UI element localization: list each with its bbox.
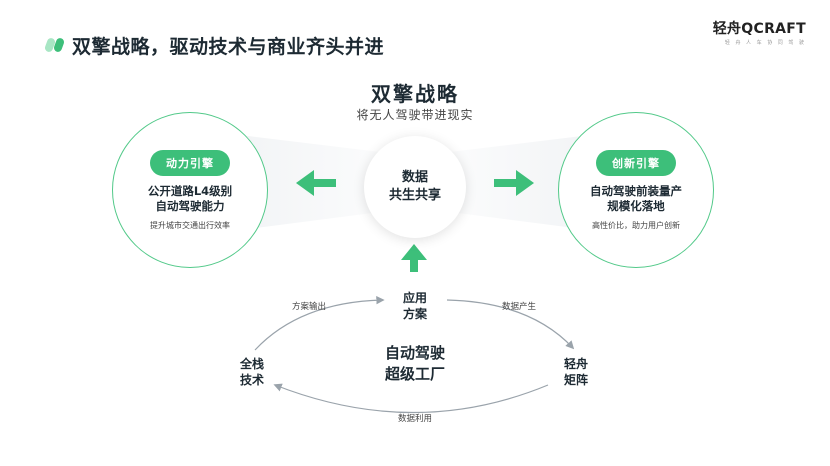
data-sharing-line1: 数据 <box>401 170 428 185</box>
cycle-label-data-utilization: 数据利用 <box>397 414 432 424</box>
innovation-engine-title-line2: 规模化落地 <box>607 198 665 213</box>
power-engine-desc: 提升城市交通出行效率 <box>150 220 230 230</box>
cycle-label-solution-output: 方案输出 <box>291 302 326 312</box>
power-engine-title-line1: 公开道路L4级别 <box>147 183 233 198</box>
super-factory-line1: 自动驾驶 <box>384 344 445 362</box>
power-engine-pill: 动力引擎 <box>150 149 230 176</box>
brand-logo-subtext: 轻 舟 人 车 协 同 驾 驶 <box>724 40 806 46</box>
cycle-arc-top-right <box>446 299 575 350</box>
strategy-subtitle: 将无人驾驶带进现实 <box>356 108 474 122</box>
cycle-node-matrix-line2: 矩阵 <box>563 373 588 387</box>
cycle-node-application-line1: 应用 <box>402 291 427 305</box>
cycle-node-fullstack-line1: 全栈 <box>239 357 264 371</box>
title-mark-icon <box>44 38 65 52</box>
super-factory-label: 自动驾驶 超级工厂 <box>355 343 475 385</box>
power-engine-title-line2: 自动驾驶能力 <box>155 198 225 213</box>
strategy-title: 双擎战略 <box>371 82 459 106</box>
power-engine-circle: 动力引擎 公开道路L4级别 自动驾驶能力 提升城市交通出行效率 <box>112 112 268 268</box>
cycle-node-application-line2: 方案 <box>402 307 427 321</box>
brand-logo-text: 轻舟QCRAFT <box>712 21 806 37</box>
innovation-engine-title: 自动驾驶前装量产 规模化落地 <box>590 184 682 214</box>
data-sharing-circle: 数据 共生共享 <box>364 136 466 238</box>
power-engine-title: 公开道路L4级别 自动驾驶能力 <box>148 184 232 214</box>
innovation-engine-title-line1: 自动驾驶前装量产 <box>590 183 682 198</box>
arrow-up-icon <box>401 244 427 272</box>
cycle-arc-top-left <box>254 295 385 351</box>
innovation-engine-pill: 创新引擎 <box>596 149 676 176</box>
data-sharing-line2: 共生共享 <box>388 188 441 203</box>
cycle-arc-bottom <box>273 383 549 414</box>
cycle-node-fullstack: 全栈 技术 <box>222 356 282 388</box>
super-factory-line2: 超级工厂 <box>384 365 445 383</box>
cycle-label-data-generation: 数据产生 <box>501 302 536 312</box>
brand-logo: 轻舟QCRAFT 轻 舟 人 车 协 同 驾 驶 <box>713 18 806 46</box>
innovation-engine-circle: 创新引擎 自动驾驶前装量产 规模化落地 高性价比，助力用户创新 <box>558 112 714 268</box>
page-title: 双擎战略，驱动技术与商业齐头并进 <box>72 36 385 58</box>
arrow-right-icon <box>494 170 534 196</box>
cycle-node-fullstack-line2: 技术 <box>239 373 264 387</box>
innovation-engine-desc: 高性价比，助力用户创新 <box>592 220 680 230</box>
cycle-node-application: 应用 方案 <box>385 290 445 322</box>
cycle-node-matrix: 轻舟 矩阵 <box>546 356 606 388</box>
cycle-node-matrix-line1: 轻舟 <box>563 357 588 371</box>
arrow-left-icon <box>296 170 336 196</box>
